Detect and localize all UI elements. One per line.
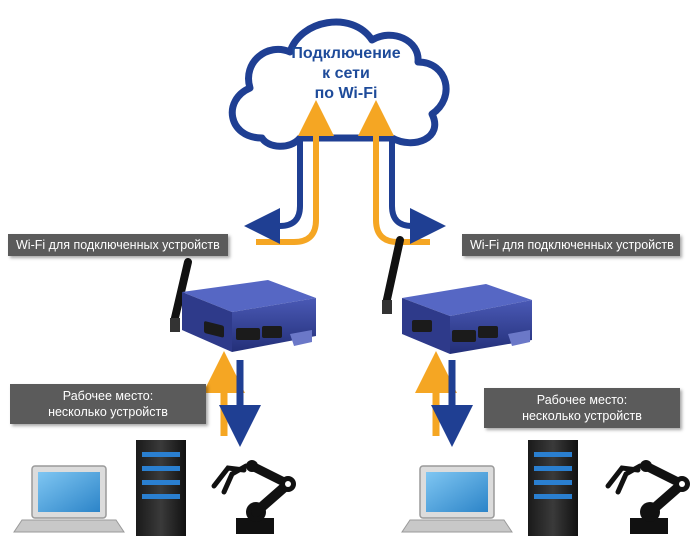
wifi-label-left: Wi-Fi для подключенных устройств — [8, 234, 228, 256]
workplace-label-right-line-1: Рабочее место: — [536, 393, 628, 407]
left-download-arrow — [244, 138, 303, 244]
workplace-label-right: Рабочее место: несколько устройств — [484, 388, 680, 428]
workplace-label-left: Рабочее место: несколько устройств — [10, 384, 206, 424]
cloud-caption-line-2: к сети — [322, 65, 370, 82]
right-robot-arm-icon — [605, 460, 690, 534]
workplace-label-right-line-2: несколько устройств — [522, 409, 642, 423]
antenna-icon — [170, 258, 192, 326]
left-cloud-arrows — [244, 100, 334, 245]
right-wireless-device-server-icon — [382, 236, 532, 354]
cloud-caption: Подключение к сети по Wi-Fi — [262, 44, 430, 104]
wifi-label-right: Wi-Fi для подключенных устройств — [462, 234, 680, 256]
wifi-label-left-text: Wi-Fi для подключенных устройств — [16, 238, 220, 252]
right-server-tower-icon — [528, 440, 578, 536]
left-wireless-device-server-icon — [170, 258, 316, 352]
cloud-caption-line-3: по Wi-Fi — [314, 85, 378, 102]
right-laptop-icon — [401, 465, 513, 533]
left-laptop-icon — [13, 465, 125, 533]
left-robot-arm-icon — [211, 460, 296, 534]
left-upload-arrow — [256, 100, 334, 245]
workplace-label-left-line-1: Рабочее место: — [62, 389, 154, 403]
left-device-arrows — [203, 351, 261, 447]
antenna-icon — [382, 236, 404, 308]
workplace-label-left-line-2: несколько устройств — [48, 405, 168, 419]
cloud-caption-line-1: Подключение — [291, 45, 401, 62]
wifi-label-right-text: Wi-Fi для подключенных устройств — [470, 238, 674, 252]
right-download-arrow — [389, 138, 446, 244]
right-device-arrows — [415, 351, 473, 447]
left-server-tower-icon — [136, 440, 186, 536]
